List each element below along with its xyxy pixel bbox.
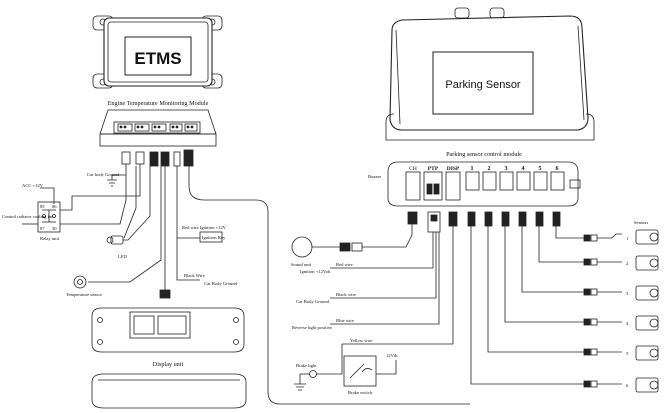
parking-plugs: [407, 211, 561, 233]
red-wire-ignition-label: Red wire Ignition +12V: [182, 225, 227, 230]
parking-module: [385, 7, 595, 141]
etms-plugs: [121, 149, 194, 167]
sensor-5: [583, 345, 659, 361]
port-label-4: 4: [522, 166, 525, 172]
reverse-light-label: Reverse light positive: [292, 325, 332, 330]
led: [106, 166, 151, 245]
buzzer-label: Buzzer: [368, 174, 381, 179]
temperature-sensor: [73, 166, 162, 289]
acc-12v-label: ACC +12V: [22, 183, 44, 188]
display-unit-label: Display unit: [153, 361, 184, 368]
brake-switch-label: Brake switch: [348, 390, 373, 395]
ignition-12v-label: Ignition +12Volt: [300, 269, 331, 274]
brake-switch: [343, 355, 397, 387]
etms-connector-panel: [99, 109, 217, 147]
display-unit: [91, 307, 245, 353]
parking-car-body-ground-label: Car Body Ground: [296, 299, 330, 304]
sensor-number-6: 6: [626, 383, 629, 388]
relay-terminal-85: 85: [40, 204, 45, 209]
ignition-key-label: Ignition Key: [202, 235, 226, 240]
etms-car-body-ground-2-label: Car Body Ground: [204, 281, 238, 286]
port-label-6: 6: [556, 166, 559, 172]
sensor-number-4: 4: [626, 321, 629, 326]
relay-unit-label: Relay unit: [40, 236, 60, 241]
brake-light: [294, 344, 343, 391]
sensor-number-2: 2: [626, 261, 629, 266]
port-label-3: 3: [505, 166, 508, 172]
blue-wire-label: Blue wire: [336, 318, 354, 323]
display-unit-front: [91, 373, 247, 409]
yellow-wire-label: Yellow wire: [350, 338, 372, 343]
cooling-fan-label: Control radiator cooling fan: [2, 214, 54, 219]
red-wire-label: Red wire: [336, 262, 353, 267]
sensor-1: [583, 229, 659, 245]
etms-black-wire-label: Black Wire: [184, 273, 205, 278]
sensor-wires: [470, 226, 584, 385]
sensor-number-3: 3: [626, 291, 629, 296]
sensor-2: [583, 255, 659, 271]
etms-title: ETMS: [134, 49, 181, 68]
relay-unit: [37, 201, 61, 233]
temperature-sensor-label: Temperature sensor: [66, 292, 102, 297]
port-label-5: 5: [539, 166, 542, 172]
port-label-ptp: PTP: [428, 166, 439, 172]
sensor-6: [583, 377, 659, 393]
etms-module: [92, 15, 223, 89]
parking-connector-strip: [387, 161, 581, 207]
sensor-number-5: 5: [626, 351, 629, 356]
relay-terminal-30: 30: [52, 226, 57, 231]
sensor-number-1: 1: [626, 236, 629, 241]
brake-light-label: Brake light: [296, 363, 317, 368]
port-label-ch: CH: [409, 166, 417, 172]
port-label-1: 1: [471, 166, 474, 172]
sensors-title: Sensors: [634, 220, 649, 225]
port-label-disp: DISP: [447, 166, 460, 172]
parking-sensor-title: Parking Sensor: [445, 79, 521, 91]
relay-terminal-87: 87: [40, 226, 45, 231]
sensor-3: [583, 285, 659, 301]
etms-car-body-ground-label: Car body Ground: [87, 172, 120, 177]
led-label: LED: [118, 254, 128, 259]
black-wire-label: Black wire: [336, 292, 356, 297]
sensor-4: [583, 315, 659, 331]
supply-12v-label: 12Vdc: [386, 353, 398, 358]
sound-unit: [291, 224, 413, 258]
port-label-2: 2: [488, 166, 491, 172]
etms-caption: Engine Temperature Monitoring Module: [108, 100, 209, 107]
relay-terminal-86: 86: [52, 204, 57, 209]
sound-unit-label: Sound unit: [291, 262, 312, 267]
parking-module-caption: Parking sensor control module: [446, 151, 522, 158]
